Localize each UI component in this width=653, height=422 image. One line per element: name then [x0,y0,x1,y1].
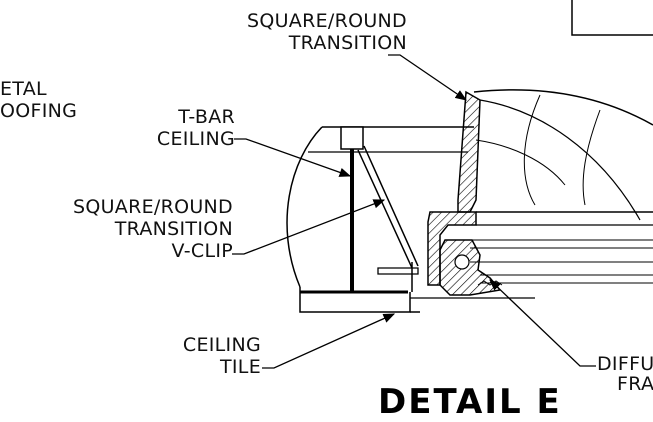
detail-title: DETAIL E [378,382,562,422]
transition-curve-2 [475,139,566,186]
v-clip [357,145,419,269]
leader-square-round-transition [388,54,467,101]
transition-wall [457,90,481,213]
label-line: V-CLIP [171,240,233,262]
label-square-round-transition: SQUARE/ROUND TRANSITION [247,10,407,54]
gasket-circle [454,254,470,270]
leader-ceiling-tile [262,313,396,369]
label-line: TILE [220,356,261,378]
detail-boundary-top-arc [473,89,653,126]
label-line: CEILING [156,128,235,150]
label-line: SQUARE/ROUND [72,196,233,218]
label-line: SQUARE/ROUND [246,10,407,32]
label-ceiling-tile: CEILING TILE [183,334,261,378]
label-transition-v-clip: SQUARE/ROUND TRANSITION V-CLIP [73,196,233,262]
label-line: ETAL [0,78,47,100]
transition-curve-1 [479,99,641,221]
leader-v-clip [232,199,386,255]
leader-t-bar-ceiling [234,138,352,177]
v-clip-foot [377,267,419,275]
label-t-bar-ceiling: T-BAR CEILING [157,106,235,150]
label-line: T-BAR [178,106,235,128]
label-line: FRA [617,373,653,395]
label-line: TRANSITION [288,32,407,54]
ceiling-tile-left [299,287,411,313]
transition-curve-3 [523,94,541,206]
detail-drawing [232,0,653,369]
t-bar-top-block [340,126,364,150]
label-metal-roofing: ETAL OOFING [0,78,77,122]
label-line: OOFING [0,100,78,122]
title-block-frame [571,0,653,36]
label-line: CEILING [182,334,261,356]
leader-diffuser-frame [489,279,596,367]
transition-curve-4 [582,109,601,206]
detail-boundary-left-arc [286,126,323,288]
label-line: DIFFU [597,353,653,375]
label-line: TRANSITION [114,218,233,240]
label-diffuser-frame: DIFFU FRA [597,354,653,394]
